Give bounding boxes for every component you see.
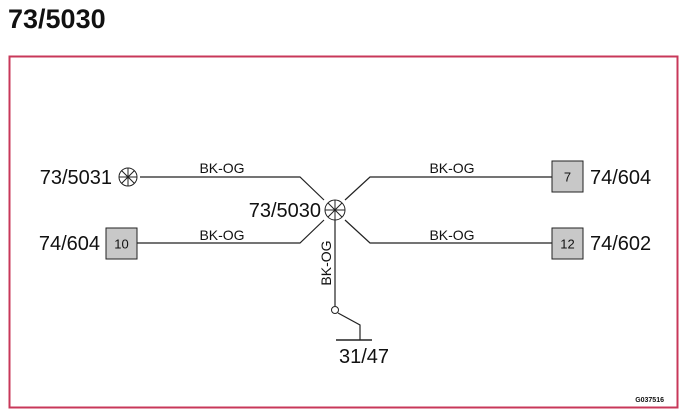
pin-right-top: 7 (564, 170, 571, 185)
wire-label-top-right: BK-OG (429, 160, 474, 176)
label-splice-center: 73/5030 (249, 200, 321, 222)
label-connector-right-bottom: 74/602 (590, 233, 651, 255)
wire-label-top-left: BK-OG (199, 160, 244, 176)
label-ground: 31/47 (339, 346, 389, 368)
label-connector-right-top: 74/604 (590, 167, 651, 189)
wire-bottom-right (344, 219, 552, 244)
pin-right-bottom: 12 (560, 237, 574, 252)
connector-right-top-box (551, 160, 584, 193)
label-connector-left: 74/604 (39, 233, 100, 255)
ground-link (337, 312, 361, 340)
wire-top-left (140, 176, 325, 201)
wire-label-bottom-left: BK-OG (199, 227, 244, 243)
splice-center-icon (324, 199, 346, 221)
splice-left-icon (118, 167, 138, 187)
connector-right-bottom-box (551, 227, 584, 260)
ref-code: G037516 (635, 397, 664, 404)
diagram-frame (8, 55, 679, 409)
connector-left-box (105, 227, 138, 260)
wire-top-right (344, 176, 552, 201)
pin-left: 10 (114, 237, 128, 252)
wire-bottom-left (137, 219, 325, 244)
label-splice-left: 73/5031 (40, 167, 112, 189)
wire-label-bottom-right: BK-OG (429, 227, 474, 243)
page-title: 73/5030 (8, 4, 106, 34)
wire-label-vertical: BK-OG (318, 240, 334, 285)
ground-contact-icon (331, 306, 339, 314)
